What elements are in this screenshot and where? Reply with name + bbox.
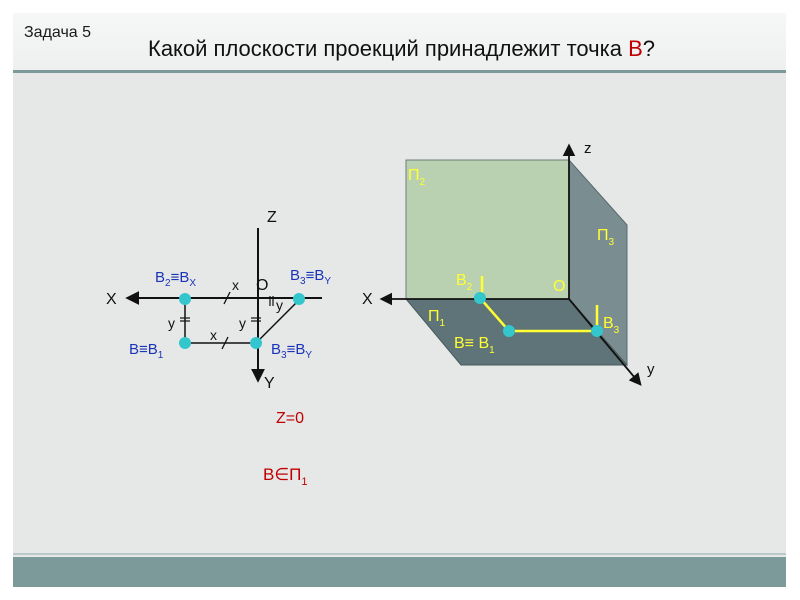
epure-point-b3y	[250, 337, 262, 349]
projection-box-diagram: z X y O П2 П3 П1 B2 B3 B≡ B1	[362, 140, 655, 386]
box-line-b2-b1	[479, 297, 510, 332]
title-suffix: ?	[642, 36, 656, 61]
epure-point-b3	[293, 293, 305, 305]
epure-point-b	[179, 337, 191, 349]
box-point-b3	[591, 325, 603, 337]
epure-label-z: Z	[267, 209, 277, 226]
epure-diagram: X Z Y O x x y y y B2≡BX B3≡BY B≡B1 B3≡BY…	[106, 209, 331, 488]
z-zero-label: Z=0	[276, 410, 304, 427]
footer-divider	[13, 553, 786, 555]
epure-label-origin: O	[256, 277, 268, 294]
epure-label-y-mid: y	[239, 315, 246, 331]
epure-point-b2	[179, 293, 191, 305]
box-label-y: y	[647, 361, 655, 378]
slide-title: Какой плоскости проекций принадлежит точ…	[148, 36, 655, 62]
title-point: B	[628, 36, 643, 61]
epure-label-y-left: y	[168, 315, 175, 331]
box-label-origin: O	[553, 278, 565, 295]
box-label-p1: П1	[428, 308, 446, 329]
box-label-p2: П2	[408, 167, 426, 188]
epure-label-b2bx: B2≡BX	[155, 269, 196, 289]
tick-x-lower	[221, 336, 229, 350]
epure-label-b3by: B3≡BY	[290, 267, 331, 287]
box-label-p3: П3	[597, 227, 615, 248]
tick-x-upper	[223, 291, 231, 305]
box-label-x: X	[362, 291, 373, 308]
box-point-b2	[474, 292, 486, 304]
box-label-z: z	[584, 140, 592, 157]
epure-label-x-lower: x	[210, 327, 217, 343]
epure-link-diagonal	[255, 299, 300, 344]
title-text: Какой плоскости проекций принадлежит точ…	[148, 36, 629, 61]
header-band	[13, 13, 786, 71]
slide-background	[13, 13, 786, 587]
box-label-b1: B≡ B1	[454, 335, 495, 356]
epure-label-bb1: B≡B1	[129, 341, 164, 361]
epure-label-y-right: y	[276, 297, 283, 313]
epure-label-b3y: B3≡BY	[271, 341, 312, 361]
box-point-b1	[503, 325, 515, 337]
box-label-b2: B2	[456, 272, 473, 293]
answer-label: B∈П1	[263, 465, 308, 488]
box-label-b3: B3	[603, 315, 620, 336]
task-label: Задача 5	[24, 24, 92, 41]
box-axis-y	[568, 298, 642, 386]
epure-label-x: X	[106, 291, 117, 308]
header-divider	[13, 70, 786, 73]
epure-label-x-upper: x	[232, 277, 239, 293]
footer-band	[13, 557, 786, 587]
plane-p2	[405, 159, 570, 300]
epure-label-y: Y	[264, 375, 275, 392]
